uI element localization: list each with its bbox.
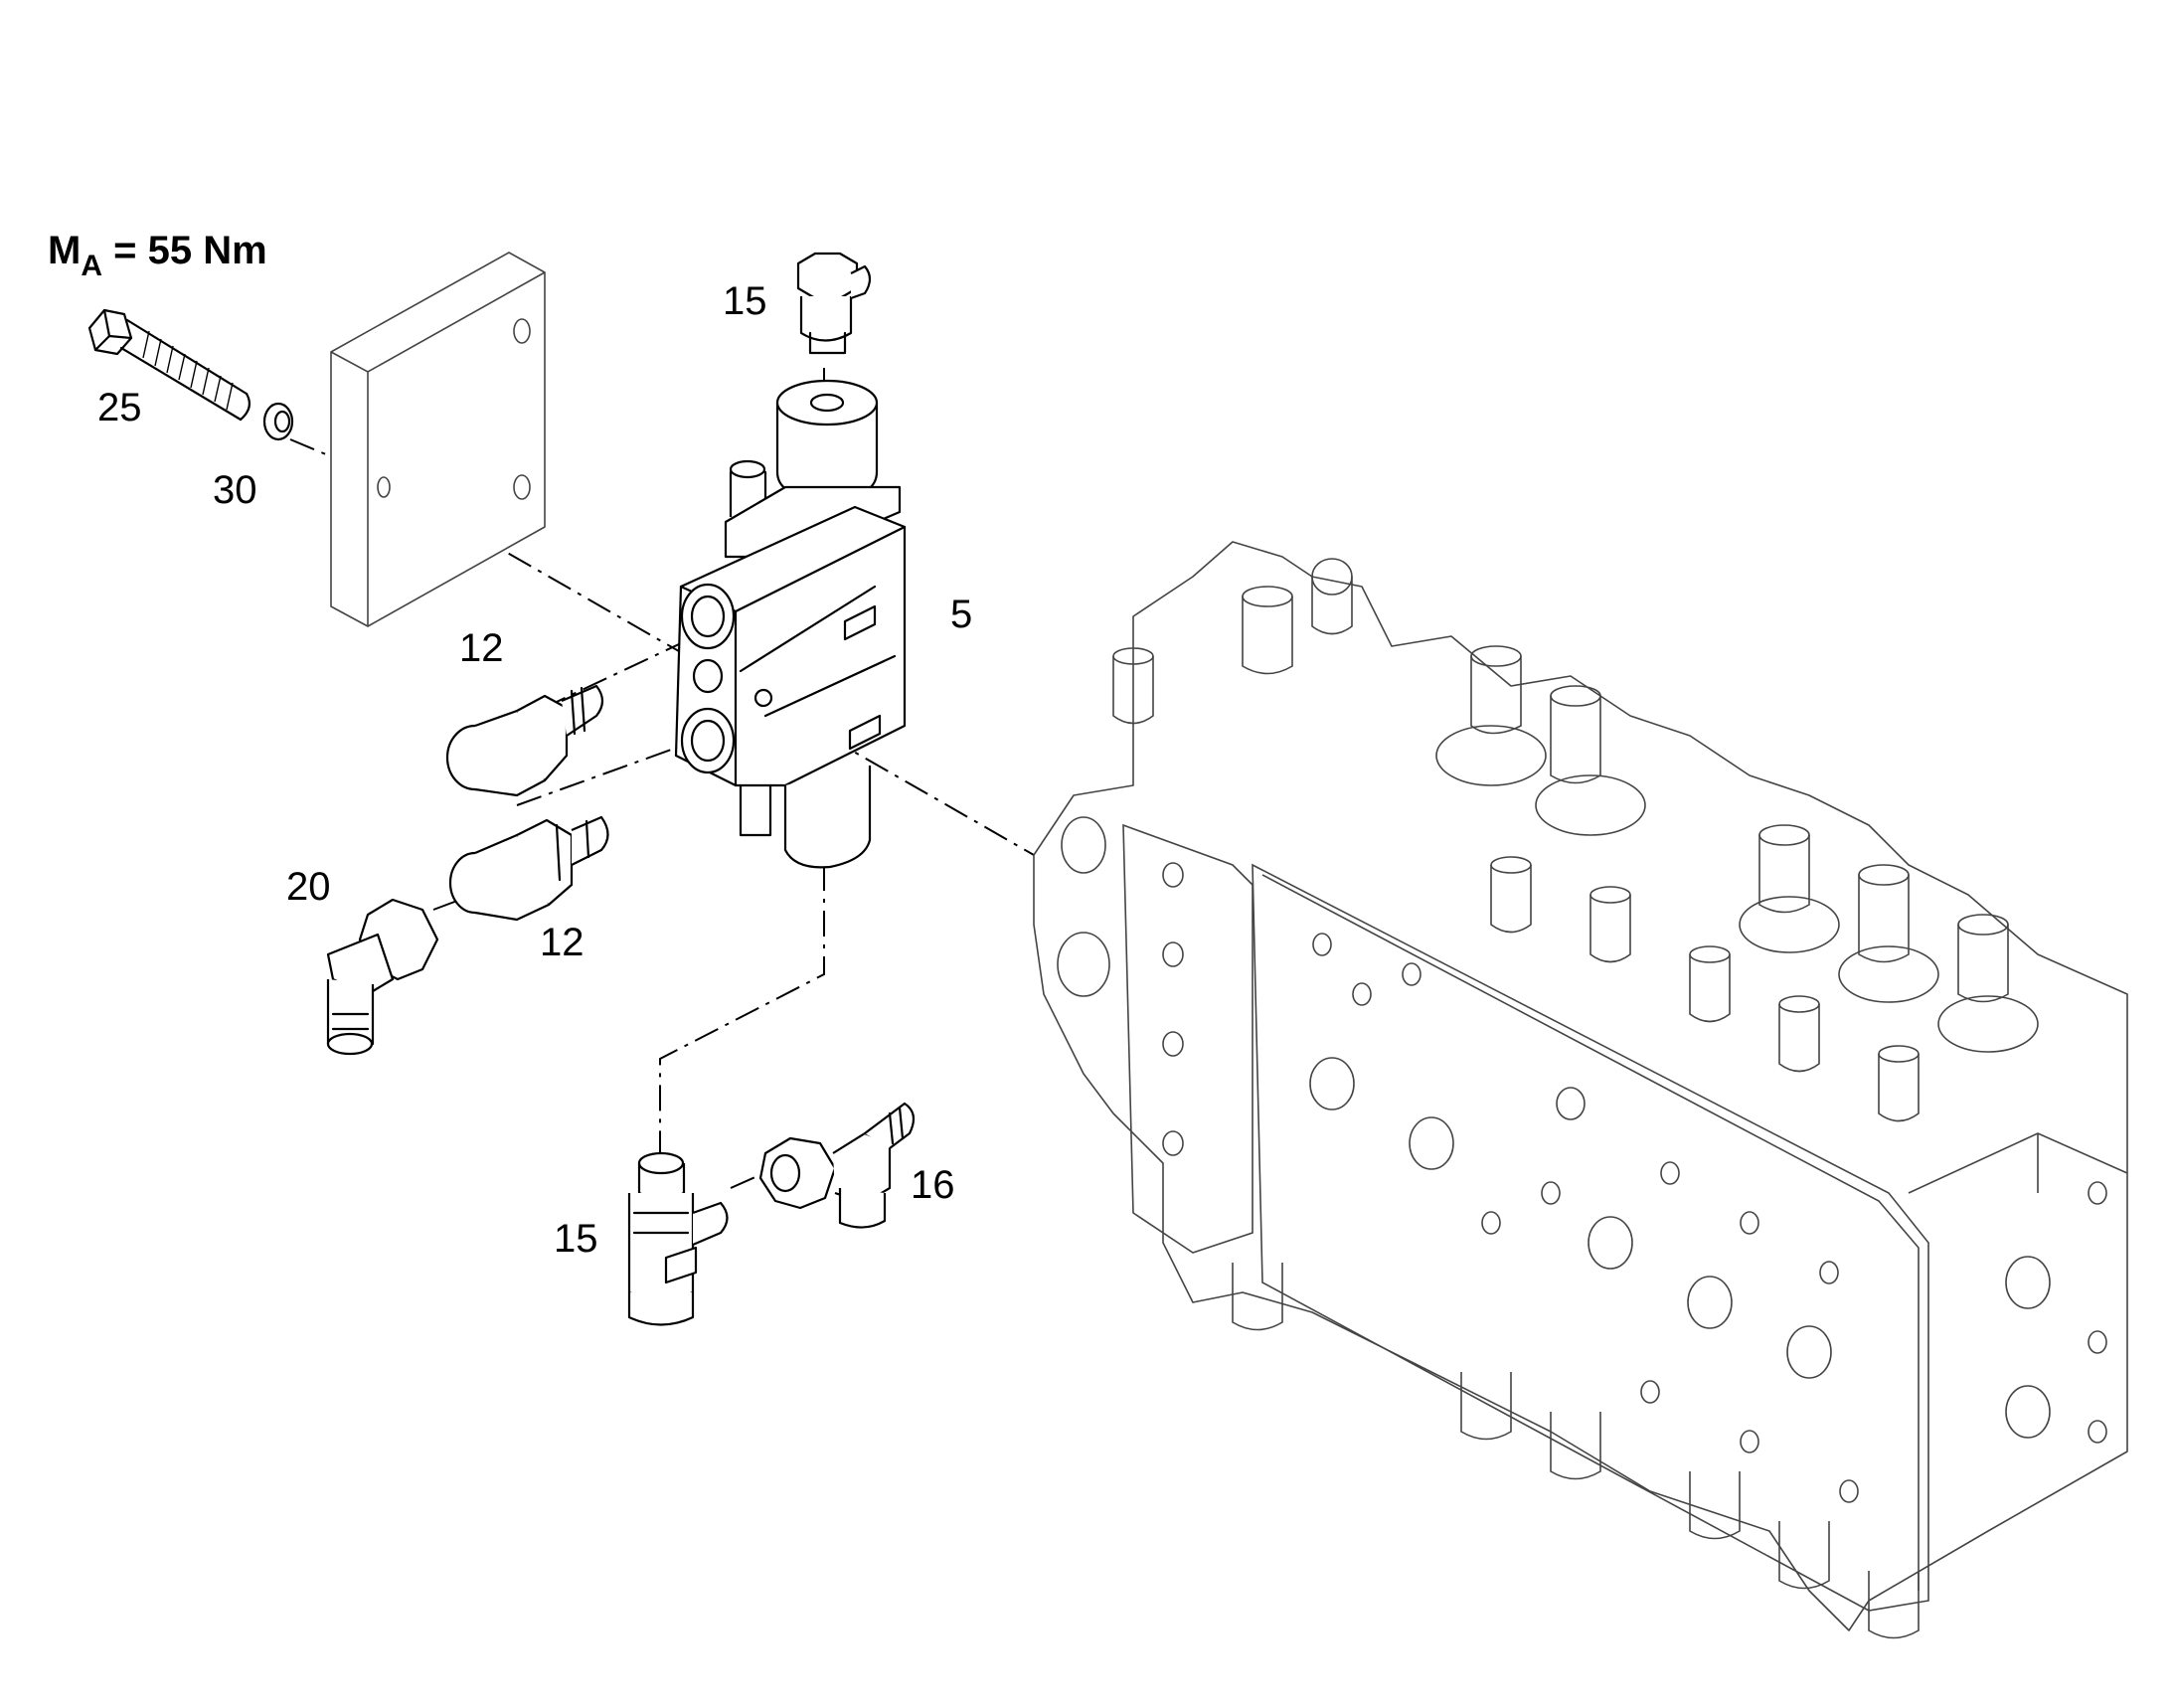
main-control-valve-block (1033, 541, 2128, 1639)
tee-fitting (758, 1102, 916, 1229)
callout-5: 5 (950, 593, 973, 636)
callout-12-lower: 12 (540, 921, 585, 964)
valve-body (674, 379, 907, 869)
straight-fitting-upper (445, 684, 604, 797)
washer (262, 402, 294, 441)
elbow-fitting (326, 898, 439, 1056)
callout-15-top: 15 (723, 279, 767, 323)
callout-16: 16 (911, 1163, 955, 1207)
tightening-torque-spec: MA = 55 Nm (48, 229, 267, 282)
bolt (87, 308, 251, 422)
mounting-plate (330, 252, 546, 627)
callout-20: 20 (286, 865, 331, 909)
callout-30: 30 (213, 468, 257, 512)
callout-25: 25 (97, 386, 142, 429)
callout-12-upper: 12 (459, 626, 504, 670)
straight-fitting-lower (448, 815, 609, 922)
test-point-fitting (627, 1151, 729, 1326)
callout-15-bottom: 15 (554, 1217, 598, 1261)
pressure-switch-plug (796, 252, 872, 355)
